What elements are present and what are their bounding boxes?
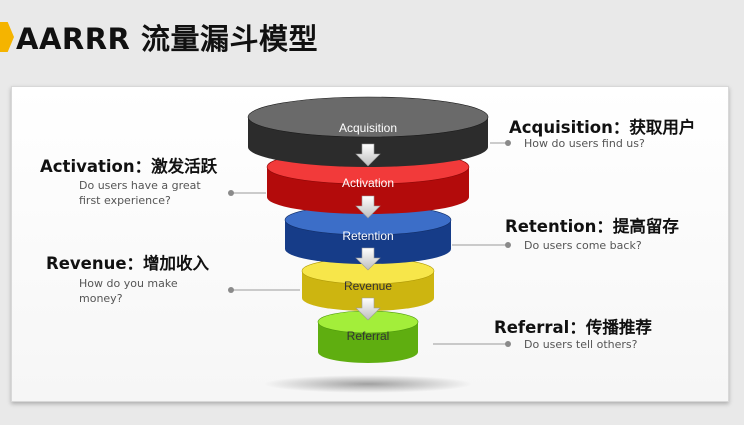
- arrow-down-icon: [355, 143, 381, 167]
- funnel-label-revenue: Revenue: [344, 279, 392, 293]
- dot-retention: [505, 242, 511, 248]
- funnel-tier-referral: [317, 310, 419, 363]
- stage-title-retention: Retention：提高留存: [505, 217, 679, 236]
- stage-question-retention: Do users come back?: [524, 239, 642, 252]
- funnel-label-activation: Activation: [342, 176, 394, 190]
- funnel-tier-revenue: [301, 257, 435, 311]
- stage-title-activation: Activation：激发活跃: [40, 157, 218, 176]
- funnel-label-retention: Retention: [342, 229, 393, 243]
- arrow-down-icon: [355, 247, 381, 271]
- funnel-label-acquisition: Acquisition: [339, 121, 397, 135]
- title-accent-marker: [0, 22, 14, 52]
- arrow-down-icon: [355, 195, 381, 219]
- stage-title-referral: Referral：传播推荐: [494, 318, 652, 337]
- page-title: AARRR 流量漏斗模型: [16, 22, 318, 56]
- arrow-down-icon: [355, 297, 381, 321]
- funnel-tier-acquisition: [247, 96, 489, 167]
- stage-question-revenue: How do you make money?: [79, 277, 178, 305]
- stage-question-activation: Do users have a great first experience?: [79, 179, 201, 207]
- connector-lines: [232, 142, 506, 345]
- stage-question-acquisition: How do users find us?: [524, 137, 645, 150]
- dot-revenue: [228, 287, 234, 293]
- connector-dots: [228, 140, 511, 347]
- funnel-floor-shadow: [263, 375, 473, 393]
- stage-question-referral: Do users tell others?: [524, 338, 638, 351]
- stage-title-acquisition: Acquisition：获取用户: [509, 118, 696, 137]
- stage-title-revenue: Revenue：增加收入: [46, 254, 210, 273]
- funnel-arrows: [355, 143, 381, 321]
- dot-referral: [505, 341, 511, 347]
- dot-acquisition: [505, 140, 511, 146]
- funnel-label-referral: Referral: [347, 329, 390, 343]
- funnel-tier-retention: [284, 204, 452, 264]
- dot-activation: [228, 190, 234, 196]
